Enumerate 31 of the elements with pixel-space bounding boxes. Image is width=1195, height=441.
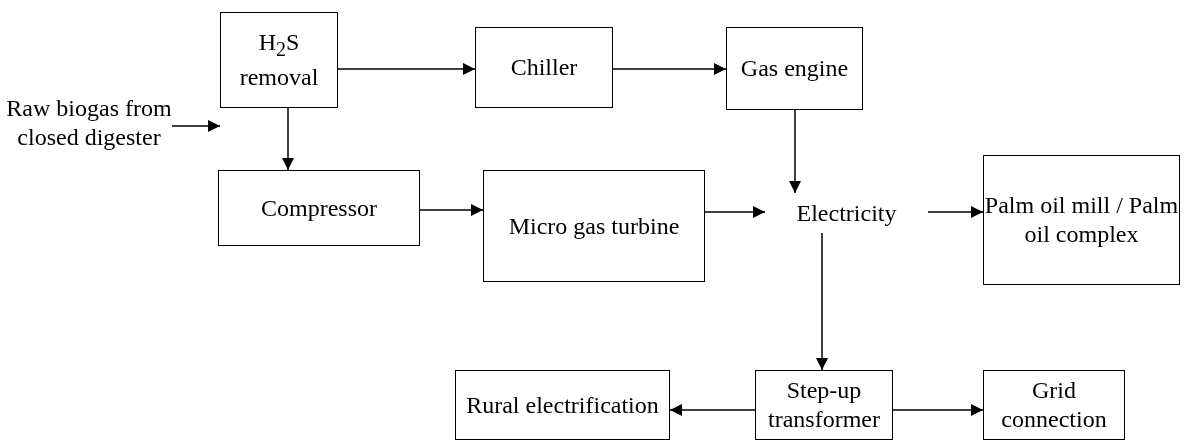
box-label: Compressor: [261, 193, 377, 223]
process-box: [455, 370, 670, 440]
process-box: [475, 27, 613, 108]
box-label: Grid connection: [1000, 376, 1108, 434]
box-label: Gas engine: [740, 54, 849, 83]
box-label: Chiller: [510, 53, 578, 82]
arrow: [171, 120, 221, 132]
arrow: [669, 404, 756, 416]
arrow: [419, 204, 484, 216]
arrow: [282, 107, 294, 171]
box-label: H$_{2}$S removal: [238, 27, 320, 93]
box-label: Micro gas turbine: [508, 211, 680, 241]
process-box: [483, 170, 705, 282]
process-box: [755, 370, 893, 440]
process-box: [983, 155, 1180, 285]
arrow: [789, 109, 801, 194]
arrow: [612, 63, 727, 75]
arrow: [816, 232, 828, 371]
box-label: Palm oil mill / Palm oil complex: [984, 191, 1179, 249]
flow-text: Electricity: [796, 198, 897, 228]
process-box: [218, 170, 420, 246]
arrow: [704, 206, 766, 218]
process-box: [220, 12, 338, 108]
process-box: [983, 370, 1125, 440]
flow-text: Raw biogas from closed digester: [6, 94, 172, 152]
arrow: [927, 206, 984, 218]
arrow: [337, 63, 476, 75]
box-label: Rural electrification: [466, 390, 659, 420]
box-label: Step-up transformer: [767, 376, 881, 434]
process-box: [726, 27, 863, 110]
arrow: [892, 404, 984, 416]
